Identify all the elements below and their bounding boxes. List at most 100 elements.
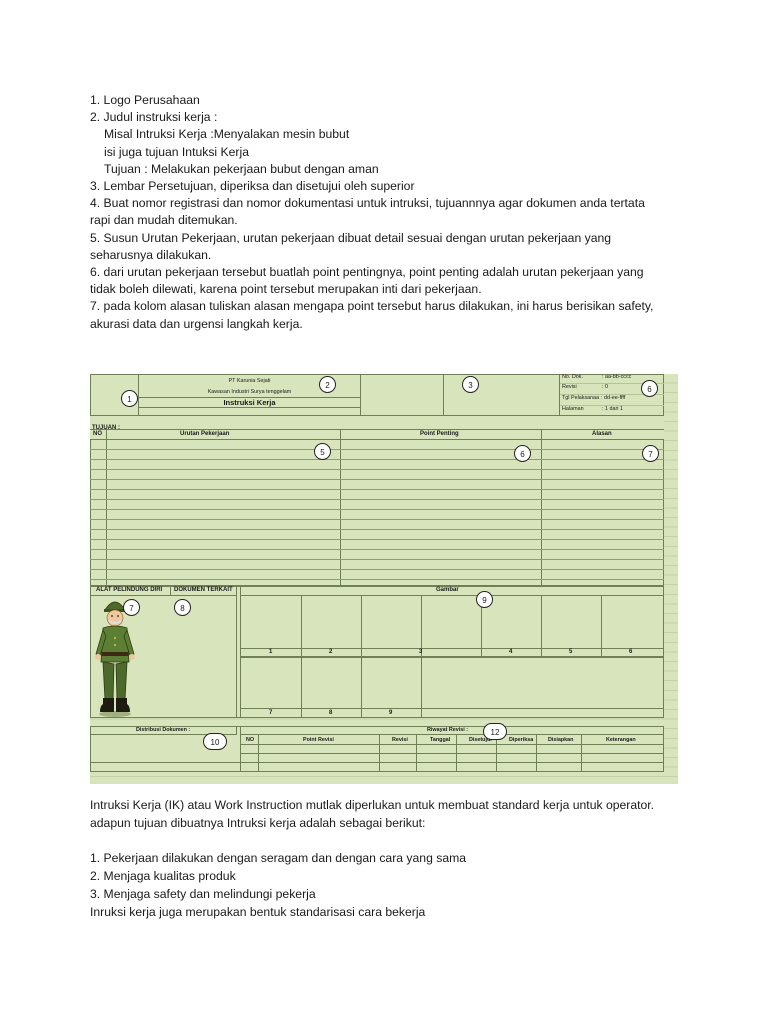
gambar-number: 3 — [419, 649, 423, 655]
intro-line: seharusnya dilakukan. — [90, 247, 212, 262]
rev-col-disetujui: Disetujui — [469, 737, 492, 743]
intro-line: 4. Buat nomor registrasi dan nomor dokum… — [90, 196, 645, 211]
distribusi-label: Distribusi Dokumen : — [136, 727, 191, 733]
marker-5: 5 — [314, 443, 331, 460]
rev-col-tanggal: Tanggal — [430, 737, 451, 743]
gambar-col — [481, 596, 482, 657]
marker-7-apd: 7 — [123, 599, 140, 616]
meta-no-dok: No. Dok.: aa-bb-cccc — [560, 374, 664, 384]
gambar-label-line — [241, 708, 664, 709]
gambar-col — [361, 596, 362, 718]
intro-line: 6. dari urutan pekerjaan tersebut buatla… — [90, 265, 644, 280]
tujuan-label: TUJUAN : — [92, 425, 120, 431]
rev-col-keterangan: Keterangan — [606, 737, 636, 743]
intro-text: 1. Logo Perusahaan 2. Judul instruksi ke… — [90, 92, 690, 333]
intro-line: 3. Lembar Persetujuan, diperiksa dan dis… — [90, 179, 415, 194]
intro-line: rapi dan mudah ditemukan. — [90, 213, 238, 228]
gambar-number: 8 — [329, 710, 333, 716]
title-cell: PT Karunia Sejati Kawasan Industri Surya… — [139, 374, 361, 416]
rev-row — [90, 754, 664, 763]
main-table-header: NO Urutan Pekerjaan Point Penting Alasan — [90, 430, 664, 440]
marker-6: 6 — [514, 445, 531, 462]
marker-10: 10 — [203, 733, 227, 750]
gambar-col — [601, 596, 602, 657]
gambar-grid: 1 2 3 4 5 6 7 8 9 — [241, 596, 664, 718]
rev-col-no: NO — [246, 737, 255, 743]
intro-line: Tujuan : Melakukan pekerjaan bubut denga… — [104, 161, 379, 176]
tujuan-row: TUJUAN : — [90, 416, 664, 431]
outro-line: Intruksi Kerja (IK) atau Work Instructio… — [90, 798, 655, 812]
outro-spacer — [90, 833, 700, 851]
gambar-number: 1 — [269, 649, 273, 655]
intro-line: akurasi data dan urgensi langkah kerja. — [90, 316, 303, 331]
gambar-row-line — [241, 657, 664, 658]
approval-cell-1 — [361, 374, 444, 416]
logo-cell — [90, 374, 139, 416]
intro-line: 5. Susun Urutan Pekerjaan, urutan pekerj… — [90, 230, 612, 245]
outro-line: 3. Menjaga safety dan melindungi pekerja — [90, 886, 316, 901]
gambar-col — [301, 596, 302, 718]
col-urutan: Urutan Pekerjaan — [180, 431, 230, 437]
outro-line: 2. Menjaga kualitas produk — [90, 869, 236, 884]
gambar-number: 2 — [329, 649, 333, 655]
gambar-divider — [240, 586, 241, 718]
rev-col-diperiksa: Diperiksa — [509, 737, 534, 743]
col-point: Point Penting — [420, 431, 459, 437]
marker-12: 12 — [483, 723, 507, 740]
rev-col-disiapkan: Disiapkan — [548, 737, 574, 743]
gambar-col — [421, 596, 422, 718]
meta-tgl: Tgl Pelaksanaa :dd-ee-ffff — [560, 395, 664, 406]
gambar-row-top — [241, 596, 664, 657]
marker-8: 8 — [174, 599, 191, 616]
meta-halaman: Halaman: 1 dari 1 — [562, 406, 623, 412]
rev-col-point: Point Revisi — [303, 737, 334, 743]
riwayat-label: Riwayat Revisi : — [427, 727, 469, 733]
dokumen-cell — [171, 596, 237, 718]
riwayat-header: Riwayat Revisi : — [241, 726, 664, 735]
apd-label: ALAT PELINDUNG DIRI — [96, 587, 163, 593]
gambar-col — [541, 596, 542, 657]
marker-1: 1 — [121, 390, 138, 407]
marker-2: 2 — [319, 376, 336, 393]
gambar-number: 5 — [569, 649, 573, 655]
revision-section — [90, 726, 664, 772]
gambar-label-line — [241, 648, 664, 649]
marker-7: 7 — [642, 445, 659, 462]
intro-line: 2. Judul instruksi kerja : — [90, 110, 218, 125]
outro-line: Inruksi kerja juga merupakan bentuk stan… — [90, 904, 426, 919]
gambar-number: 6 — [629, 649, 633, 655]
gambar-number: 4 — [509, 649, 513, 655]
intro-line: tidak boleh dilewati, karena point terse… — [90, 282, 482, 297]
dokumen-label: DOKUMEN TERKAIT — [174, 587, 233, 593]
rev-row — [241, 745, 664, 754]
intro-line: 7. pada kolom alasan tuliskan alasan men… — [90, 299, 654, 314]
safety-officer-illustration — [95, 601, 135, 717]
work-instruction-form: PT Karunia Sejati Kawasan Industri Surya… — [90, 374, 678, 784]
approval-cell-2 — [444, 374, 560, 416]
distribusi-header: Distribusi Dokumen : — [90, 726, 237, 735]
revision-table-header: NO Point Revisi Revisi Tanggal Disetujui… — [241, 735, 664, 745]
marker-6-header: 6 — [641, 380, 658, 397]
marker-3: 3 — [462, 376, 479, 393]
gambar-number: 7 — [269, 710, 273, 716]
marker-9: 9 — [476, 591, 493, 608]
intro-line: Misal Intruksi Kerja :Menyalakan mesin b… — [104, 127, 350, 142]
outro-text: Intruksi Kerja (IK) atau Work Instructio… — [90, 797, 700, 922]
outro-line: adapun tujuan dibuatnya Intruksi kerja a… — [90, 815, 426, 830]
outro-line: 1. Pekerjaan dilakukan dengan seragam da… — [90, 851, 467, 866]
gambar-number: 9 — [389, 710, 393, 716]
gambar-header: Gambar — [240, 586, 664, 596]
table-rows — [90, 440, 664, 586]
col-alasan: Alasan — [592, 431, 612, 437]
col-no: NO — [93, 431, 102, 437]
form-header — [90, 374, 664, 416]
apd-header: ALAT PELINDUNG DIRI — [90, 586, 171, 596]
section-gap — [237, 726, 241, 772]
intro-line: isi juga tujuan Intuksi Kerja — [104, 144, 249, 159]
company-address: Kawasan Industri Surya tenggelam — [207, 389, 292, 395]
dokumen-header: DOKUMEN TERKAIT — [171, 586, 237, 596]
company-name: PT Karunia Sejati — [228, 378, 271, 384]
rev-col-revisi: Revisi — [392, 737, 408, 743]
doc-meta: No. Dok.: aa-bb-cccc Revisi: 0 Tgl Pelak… — [560, 374, 664, 416]
intro-line: 1. Logo Perusahaan — [90, 93, 200, 107]
